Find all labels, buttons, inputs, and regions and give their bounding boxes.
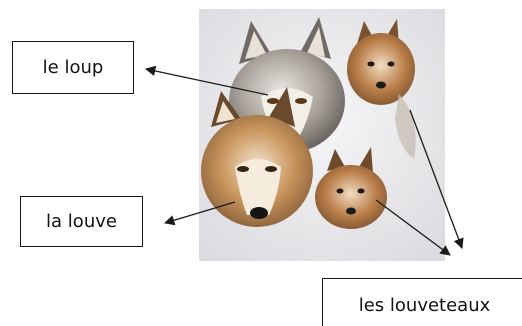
label-she-wolf-text: la louve [46,211,117,232]
cub-head-top [347,19,416,159]
cub-head-bottom [315,147,387,229]
label-wolf: le loup [12,41,134,94]
label-cubs-text: les louveteaux [358,295,491,316]
arrow-she-wolf [164,201,236,226]
she-wolf-head [201,87,313,227]
label-she-wolf: la louve [20,196,143,247]
label-cubs: les louveteaux [322,278,522,326]
arrow-cubs-top [409,109,464,249]
wolf-family-picture [199,9,445,261]
arrow-cubs-bottom [375,199,451,256]
arrow-wolf [144,65,269,96]
label-wolf-text: le loup [42,57,104,78]
